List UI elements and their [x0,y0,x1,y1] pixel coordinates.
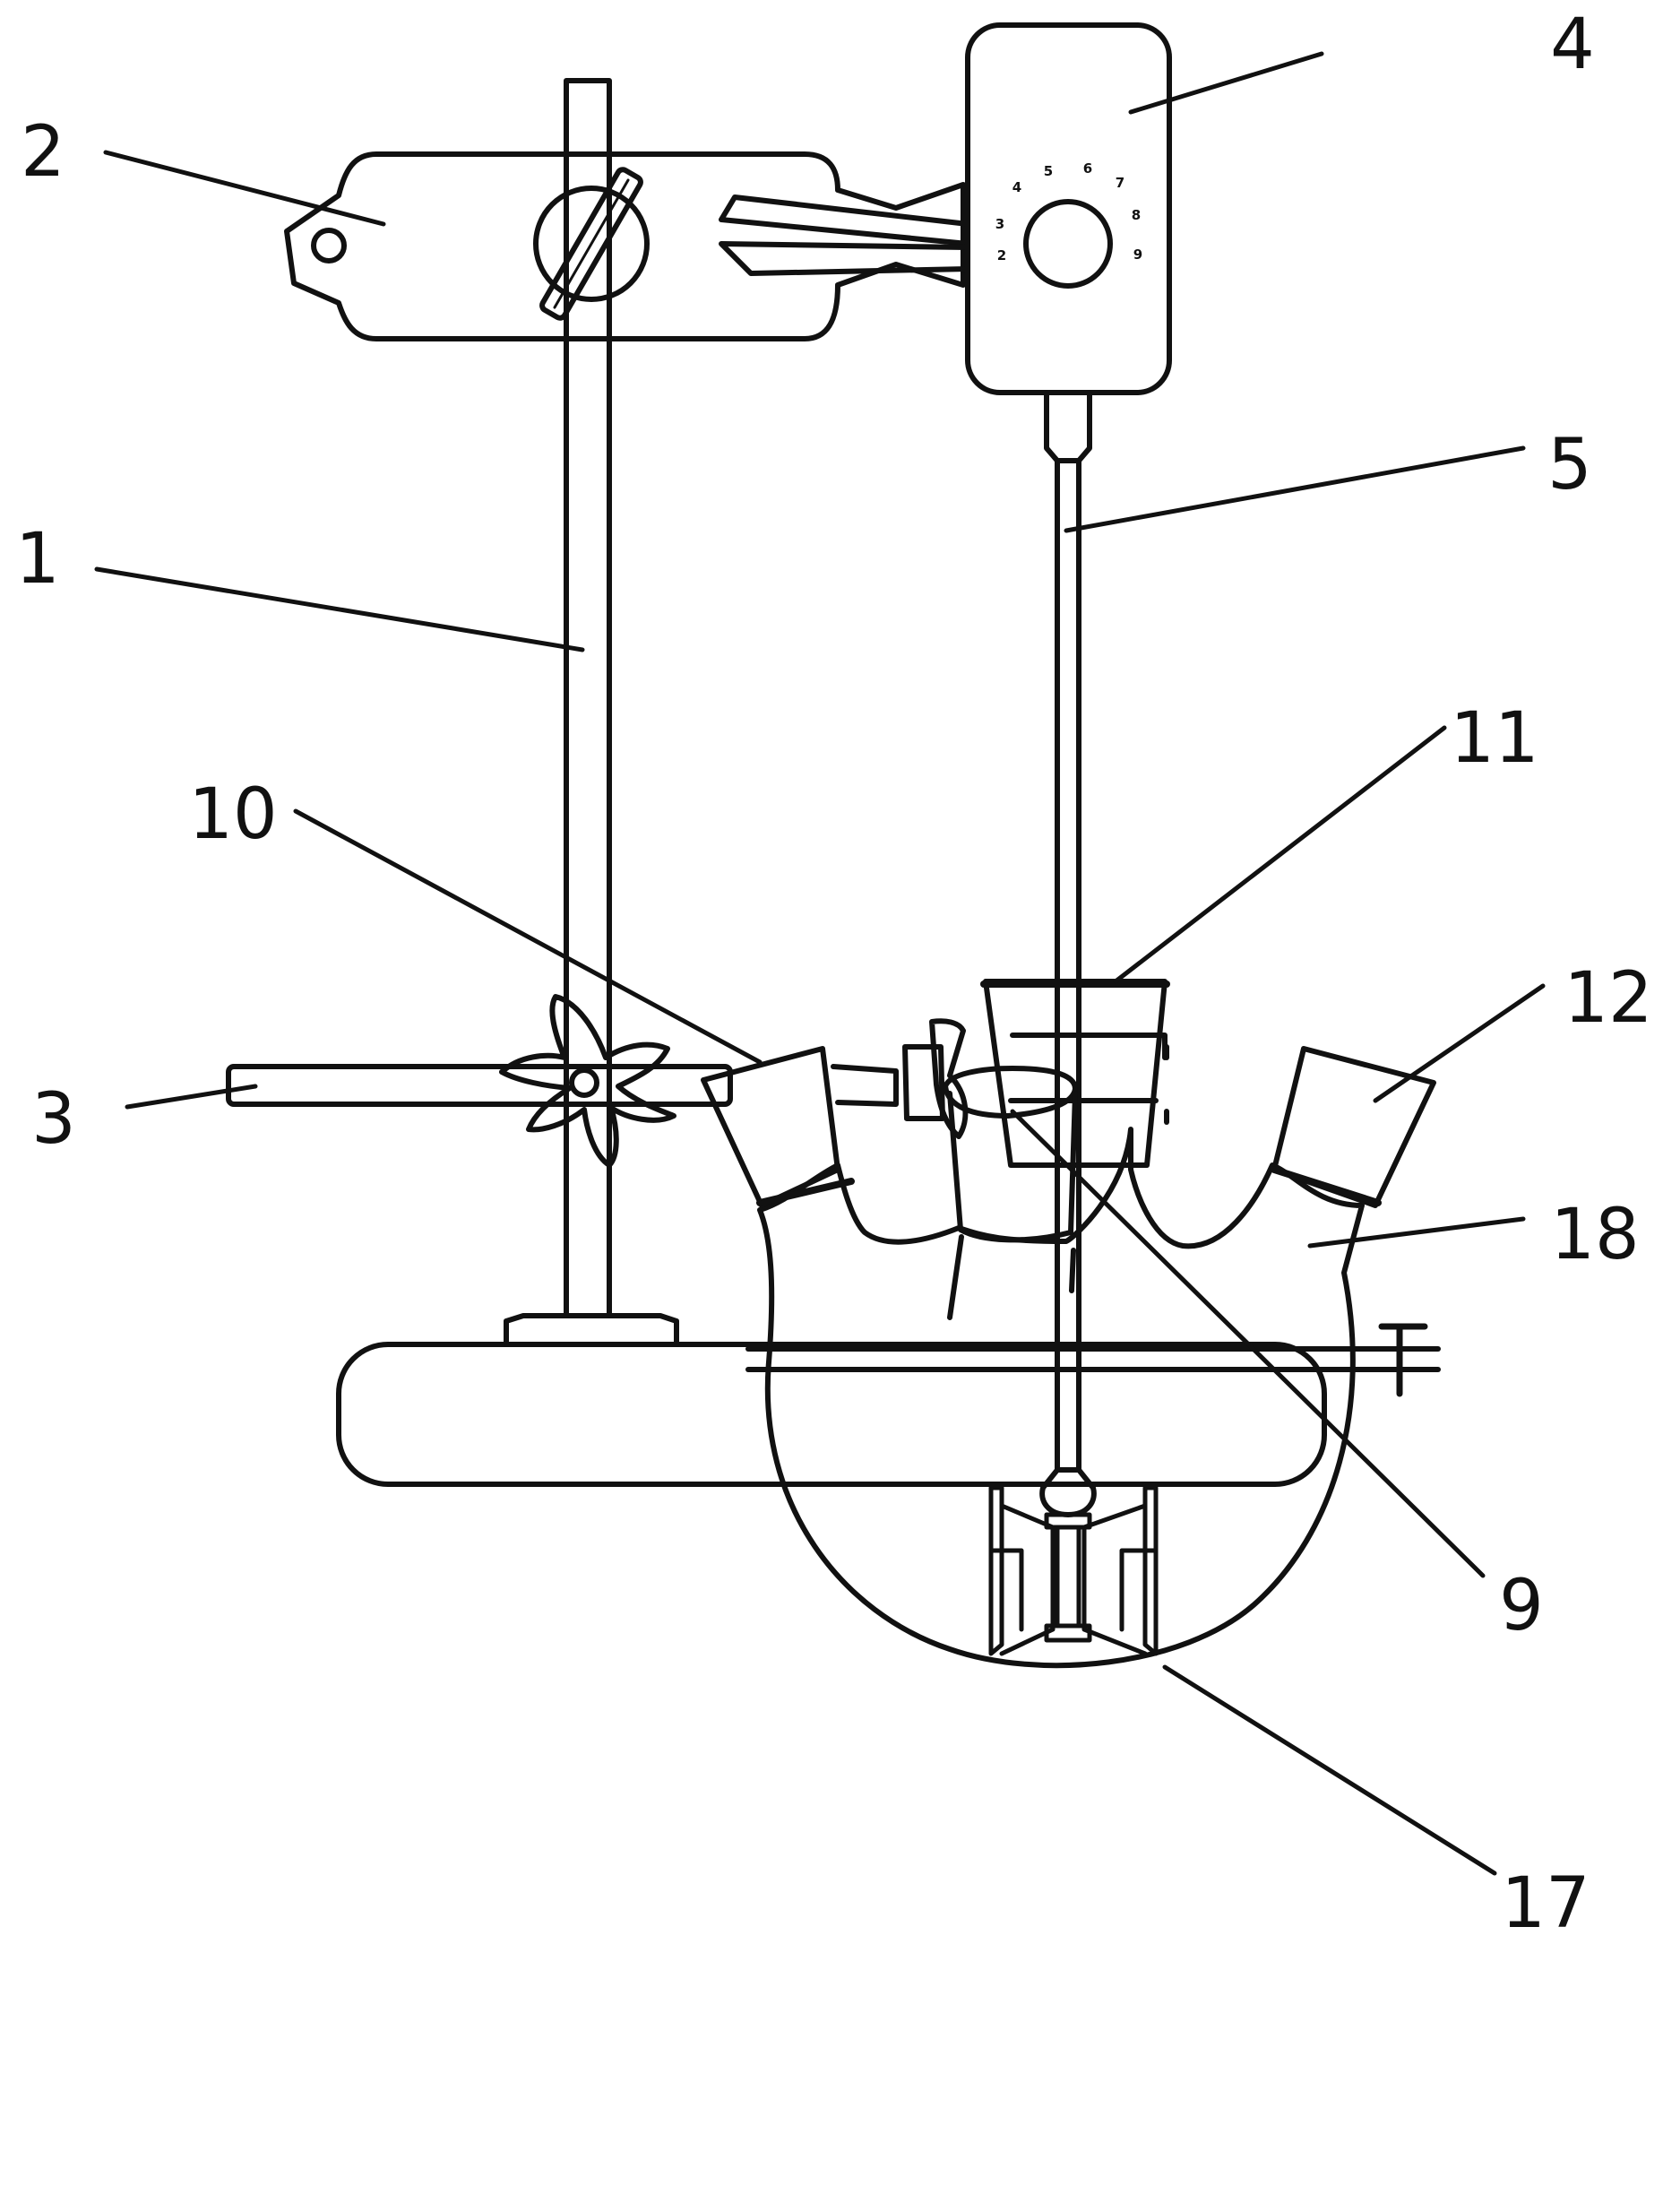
support-rod [564,78,612,1318]
dial-mark: 7 [1116,175,1124,191]
label-3: 3 [31,1079,76,1160]
label-10: 10 [188,774,277,855]
label-17: 17 [1501,1863,1590,1944]
upper-clamp [284,151,970,341]
dial-mark: 9 [1133,246,1142,263]
label-12: 12 [1564,958,1652,1039]
label-4: 4 [1550,4,1595,85]
label-9: 9 [1499,1566,1544,1646]
stirring-shaft [1055,458,1081,1473]
dial-mark: 4 [1012,179,1021,195]
label-1: 1 [15,519,60,600]
dial-mark: 6 [1083,160,1092,177]
label-2: 2 [21,112,65,193]
dial-mark: 5 [1044,163,1053,179]
stirrer-impeller [988,1467,1159,1656]
label-11: 11 [1450,698,1538,779]
stand-base [336,1313,1327,1487]
dial-mark: 2 [997,247,1006,264]
dial-mark: 8 [1132,207,1141,223]
callout-labels: 2 4 5 1 10 11 12 3 18 9 17 [15,4,1652,1944]
label-18: 18 [1550,1195,1639,1275]
leader-lines [94,51,1546,1876]
dial-mark: 3 [995,216,1004,232]
label-5: 5 [1547,425,1592,505]
four-neck-flask [701,979,1441,1669]
stirrer-motor: 2 3 4 5 6 7 8 9 [965,22,1172,463]
holder-arm [226,994,733,1168]
